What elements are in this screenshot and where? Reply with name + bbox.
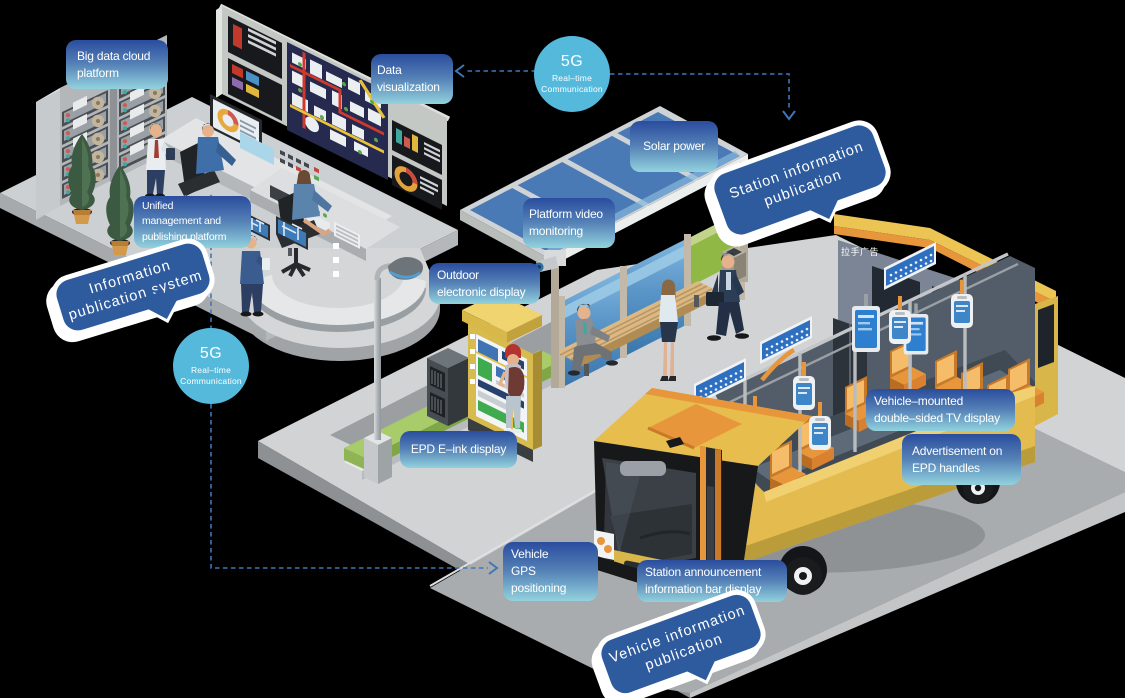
badge-subtitle: Real–time (190, 365, 232, 375)
label-data-visualization: Data visualization (371, 54, 453, 104)
label-line: publishing platform (142, 230, 227, 243)
badge-subtitle: Real–time (551, 73, 593, 83)
label-advertisement-epd-handles: Advertisement on EPD handles (902, 434, 1021, 485)
pedestrian-woman (497, 344, 525, 434)
label-line: electronic display (437, 284, 526, 299)
label-line: Platform video (529, 207, 603, 221)
curved-desk (250, 282, 426, 332)
label-vehicle-gps-positioning: Vehicle GPS positioning (503, 542, 598, 601)
label-line: visualization (377, 80, 440, 94)
badge-5g-top: 5G Real–time Communication (534, 36, 610, 112)
operator-man (178, 123, 236, 228)
label-line: Data (377, 63, 402, 77)
handle-ad-note: 拉手广告 (841, 247, 880, 257)
label-line: monitoring (529, 224, 584, 238)
platform-dots (333, 243, 339, 277)
label-line: GPS (511, 564, 536, 578)
label-vehicle-mounted-tv: Vehicle–mounted double–sided TV display (866, 389, 1015, 431)
label-line: Station announcement (645, 565, 762, 579)
walking-man (706, 252, 749, 341)
standing-woman (659, 279, 678, 381)
label-line: Outdoor (437, 267, 479, 282)
label-station-announcement: Station announcement information bar dis… (637, 560, 787, 602)
label-line: Advertisement on (912, 443, 1003, 458)
label-solar-power: Solar power (630, 121, 718, 172)
label-line: Solar power (643, 139, 705, 153)
front-wheel (779, 546, 827, 595)
headlights (594, 530, 614, 560)
label-line: platform (77, 65, 119, 80)
cctv-camera (534, 250, 566, 272)
badge-subtitle: Communication (180, 376, 242, 386)
label-line: Vehicle (511, 547, 549, 561)
label-line: Unified (142, 199, 174, 212)
video-wall (216, 3, 451, 210)
label-line: double–sided TV display (874, 411, 1000, 425)
label-line: management and (142, 215, 221, 228)
badge-title: 5G (199, 345, 223, 362)
destination-sign (620, 461, 666, 476)
label-platform-video-monitoring: Platform video monitoring (523, 198, 615, 248)
electrical-cabinet (427, 348, 469, 426)
label-line: information bar display (645, 582, 762, 596)
label-line: Big data cloud (77, 48, 151, 63)
badge-subtitle: Communication (541, 84, 603, 94)
label-line: EPD E–ink display (410, 442, 507, 456)
label-line: EPD handles (912, 460, 980, 475)
label-line: positioning (511, 581, 567, 595)
label-outdoor-electronic-display: Outdoor electronic display (429, 263, 540, 304)
badge-5g-left: 5G Real–time Communication (173, 328, 249, 404)
badge-title: 5G (560, 53, 584, 70)
sitting-man (568, 303, 618, 376)
bus-door (700, 446, 722, 578)
label-line: Vehicle–mounted (874, 394, 964, 408)
label-big-data-cloud-platform: Big data cloud platform (66, 40, 168, 89)
label-epd-eink-display: EPD E–ink display (400, 431, 517, 468)
